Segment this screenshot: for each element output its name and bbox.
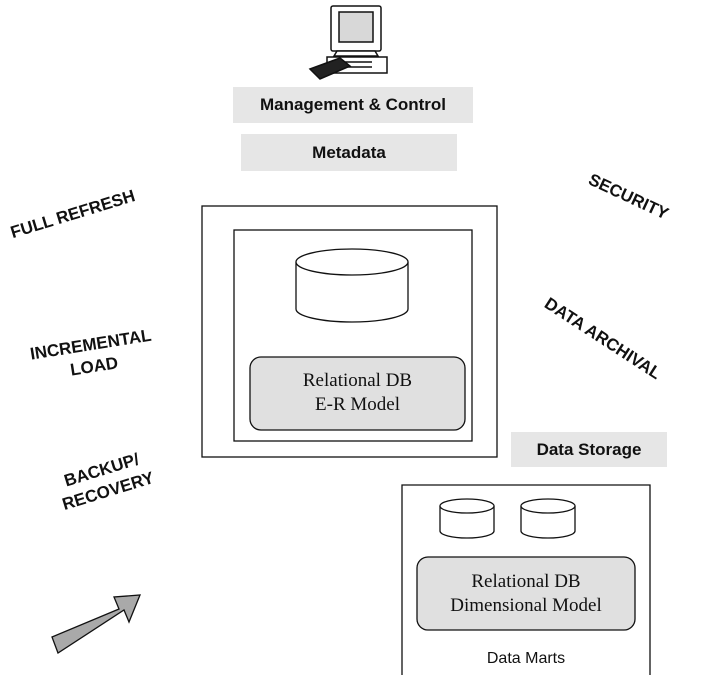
warehouse-db-box: [249, 356, 466, 431]
data-marts-db-box: [416, 556, 636, 631]
warehouse-db-text: Relational DB E-R Model: [250, 369, 465, 417]
metadata-text: Metadata: [312, 142, 386, 162]
warehouse-database-icon: [295, 248, 409, 323]
data-mart-database-icon: [439, 498, 495, 539]
data-marts-db-line2: Dimensional Model: [450, 595, 602, 616]
data-marts-caption: Data Marts: [486, 650, 566, 667]
computer-icon: [308, 5, 388, 80]
data-marts-box: [401, 484, 651, 675]
data-mart-database-icon: [520, 498, 576, 539]
flow-arrow: [51, 594, 141, 654]
data-storage-label: Data Storage: [511, 432, 667, 467]
warehouse-db-line2: E-R Model: [315, 394, 400, 415]
warehouse-db-line1: Relational DB: [302, 370, 413, 391]
data-storage-text: Data Storage: [536, 439, 642, 459]
management-control-label: Management & Control: [233, 87, 473, 123]
management-control-text: Management & Control: [259, 95, 447, 114]
metadata-label: Metadata: [241, 134, 457, 171]
data-marts-db-text: Relational DB Dimensional Model: [417, 570, 635, 618]
data-marts-db-line1: Relational DB: [471, 571, 581, 592]
